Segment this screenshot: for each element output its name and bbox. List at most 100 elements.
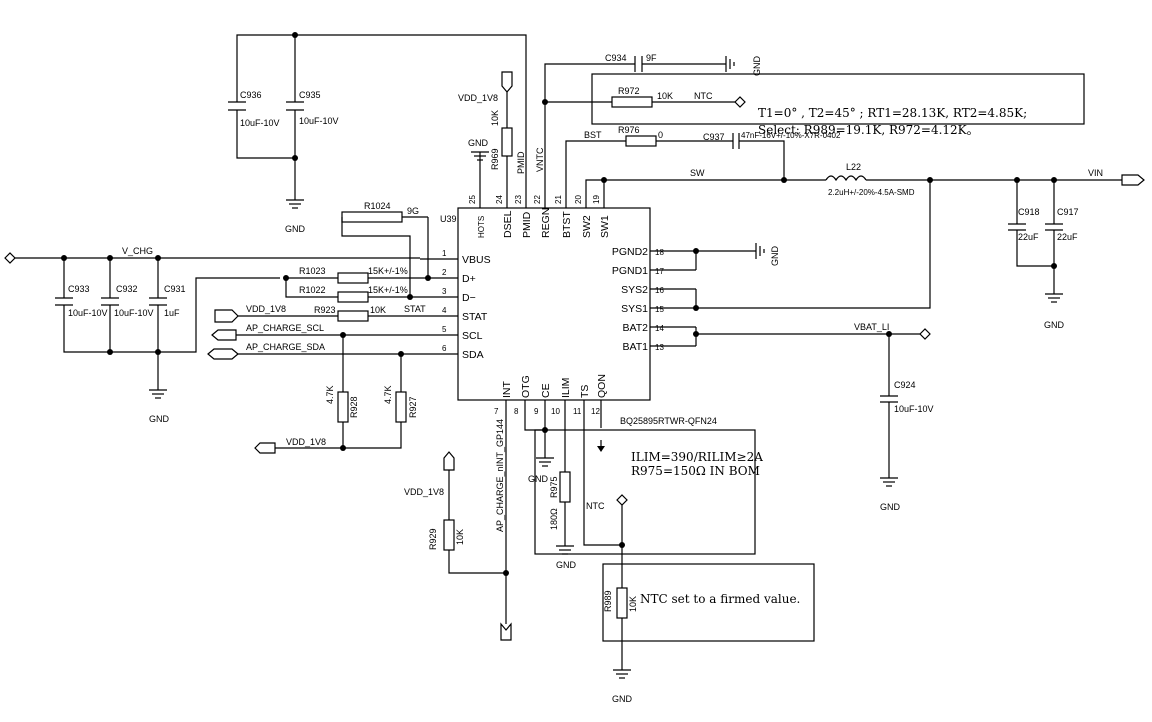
- part-value: 2.2uH+/-20%-4.5A-SMD: [828, 188, 915, 197]
- int-network: AP_CHARGE_nINT_GP144 VDD_1V8 R929 10K: [404, 419, 512, 641]
- net-label: V_CHG: [122, 246, 153, 256]
- part-ref: C933: [68, 284, 90, 294]
- pin-name: D+: [462, 273, 476, 285]
- pin-name: TS: [579, 385, 591, 398]
- vdd-r969: VDD_1V8 10K R969 PMID VNTC: [458, 71, 545, 182]
- pin-num: 6: [442, 344, 447, 353]
- part-value: 1uF: [164, 308, 180, 318]
- net-label: VIN: [1088, 168, 1103, 178]
- part-value: 15K+/-1%: [368, 285, 408, 295]
- regn-network: GND C934 9F R972 10K NTC: [542, 53, 762, 182]
- ic-bottom-pins: INT OTG CE ILIM TS QON 7 8 9 10 11 12: [494, 374, 608, 428]
- pin-num: 4: [442, 306, 447, 315]
- bottom-network: GND R975 180Ω GND NTC R989 10K GND: [524, 427, 638, 704]
- net-label: GND: [528, 474, 549, 484]
- ntc-fixed-box: [602, 563, 815, 642]
- part-value: 180Ω: [549, 508, 559, 530]
- pin-num: 10: [551, 407, 560, 416]
- part-value: 9G: [407, 206, 419, 216]
- net-label: AP_CHARGE_nINT_GP144: [495, 419, 505, 532]
- note-text: T1=0° , T2=45° ; RT1=28.13K, RT2=4.85K;: [758, 106, 1027, 120]
- pin-name: D−: [462, 292, 476, 304]
- ntc-note-box: [591, 73, 1085, 125]
- part-value: 15K+/-1%: [368, 266, 408, 276]
- pin-num: 15: [655, 305, 664, 314]
- part-value: 22uF: [1018, 232, 1039, 242]
- pin-name: SYS2: [621, 284, 648, 296]
- vin-caps: C918 22uF C917 22uF: [1008, 180, 1079, 294]
- pin-num: 19: [592, 195, 601, 204]
- pin-num: 7: [494, 407, 499, 416]
- part-value: 10K: [490, 110, 500, 126]
- part-ref: C924: [894, 380, 916, 390]
- pin-name: SW1: [599, 215, 611, 238]
- pin-name: SW2: [581, 215, 593, 238]
- pin-num: 11: [573, 407, 582, 416]
- part-value: 0: [658, 130, 663, 140]
- dplus-dminus: R1023 15K+/-1% R1022 15K+/-1% R1024 9G: [283, 201, 431, 303]
- ilim-note-box: [534, 429, 756, 555]
- pin-name: VBUS: [462, 254, 491, 266]
- pin-num: 18: [655, 248, 664, 257]
- note-text: ILIM=390/RILIM≥2A: [631, 450, 763, 464]
- net-label: GND: [556, 560, 577, 570]
- part-ref: R923: [314, 305, 336, 315]
- pin-name: DSEL: [502, 210, 514, 238]
- pin-name: BAT2: [623, 322, 649, 334]
- pin-name: SCL: [462, 330, 483, 342]
- net-label: GND: [752, 56, 762, 77]
- part-value: 47nF-16V+/-10%-X7R-0402: [741, 131, 841, 140]
- part-ref: R969: [490, 148, 500, 170]
- net-label: VDD_1V8: [286, 437, 326, 447]
- net-label: PMID: [516, 151, 526, 174]
- pin-num: 2: [442, 268, 447, 277]
- pin-name: PGND1: [612, 265, 648, 277]
- pin-name: OTG: [520, 375, 532, 398]
- part-ref: R927: [408, 396, 418, 418]
- pin-name: PMID: [521, 211, 533, 238]
- net-label: GND: [149, 414, 170, 424]
- net-label: NTC: [694, 91, 713, 101]
- net-label: GND: [770, 246, 780, 267]
- pgnd: GND: [693, 243, 780, 270]
- net-label: AP_CHARGE_SDA: [246, 342, 325, 352]
- ic-right-pins: PGND2 PGND1 SYS2 SYS1 BAT2 BAT1 18 17 16…: [612, 246, 696, 353]
- part-ref: R928: [349, 396, 359, 418]
- part-value: 10uF-10V: [299, 116, 339, 126]
- net-label: VDD_1V8: [458, 93, 498, 103]
- net-label: VNTC: [535, 147, 545, 172]
- net-label: GND: [468, 138, 489, 148]
- pin-name: QON: [596, 374, 608, 398]
- ic-ref: U39: [440, 214, 457, 224]
- pin-num: 17: [655, 267, 664, 276]
- ic-body: [457, 207, 651, 401]
- net-label: AP_CHARGE_SCL: [246, 323, 324, 333]
- pin-num: 9: [534, 407, 539, 416]
- net-label: GND: [285, 224, 306, 234]
- net-label: GND: [880, 502, 901, 512]
- part-ref: R1023: [299, 266, 326, 276]
- pin-num: 13: [655, 343, 664, 352]
- pin-name: REGN: [540, 208, 552, 238]
- pin-num: 25: [468, 195, 477, 204]
- net-label: NTC: [586, 501, 605, 511]
- net-label: GND: [612, 694, 633, 704]
- pin-num: 16: [655, 286, 664, 295]
- pin-name: SDA: [462, 349, 484, 361]
- part-ref: C917: [1057, 207, 1079, 217]
- net-label: VDD_1V8: [404, 487, 444, 497]
- pin-num: 8: [514, 407, 519, 416]
- pin-num: 5: [442, 325, 447, 334]
- note-text: NTC set to a firmed value.: [640, 592, 800, 606]
- pin-name: STAT: [462, 311, 488, 323]
- part-value: 10uF-10V: [114, 308, 154, 318]
- part-ref: R929: [428, 528, 438, 550]
- pin-num: 14: [655, 324, 664, 333]
- part-ref: C932: [116, 284, 138, 294]
- part-ref: R1024: [364, 201, 391, 211]
- part-ref: C918: [1018, 207, 1040, 217]
- pin-name: BAT1: [623, 341, 649, 353]
- pin-num: 12: [591, 407, 600, 416]
